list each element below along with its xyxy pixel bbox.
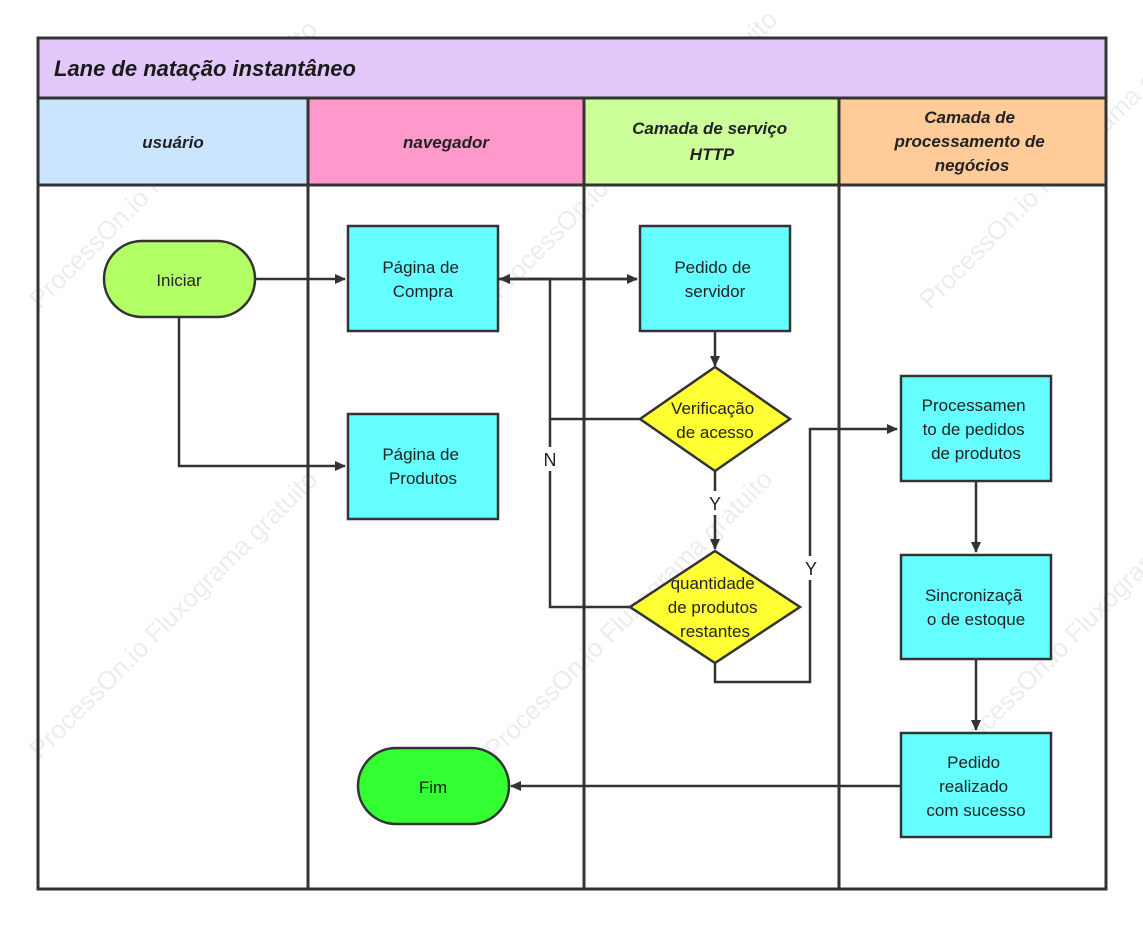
node-sincronizacao-label: Sincronizaçã o de estoque xyxy=(925,586,1027,629)
node-quantidade-label: quantidade de produtos restantes xyxy=(668,574,763,641)
edge-quantidade-no xyxy=(548,419,630,609)
node-pedido-servidor-label: Pedido de servidor xyxy=(674,258,755,301)
lane-label-http: Camada de serviço HTTP xyxy=(632,119,792,164)
process-box-shape xyxy=(899,731,1053,839)
decision-diamond-shape xyxy=(627,549,803,665)
node-quantidade-produtos[interactable]: quantidade de produtos restantes xyxy=(627,549,803,665)
lane-grid xyxy=(36,36,1108,891)
edge-label-bg-yes-verificacao xyxy=(706,491,724,515)
process-box-shape xyxy=(346,224,500,333)
node-processamento-label: Processamen to de pedidos de produtos xyxy=(922,396,1031,463)
node-pagina-produtos-label: Página de Produtos xyxy=(382,445,463,488)
node-iniciar[interactable]: Iniciar xyxy=(102,239,257,319)
edge-label-yes-verificacao: Y xyxy=(709,494,721,514)
lane-header-navegador xyxy=(308,98,584,185)
lane-header-http xyxy=(584,98,839,185)
node-verificacao-acesso[interactable]: Verificação de acesso xyxy=(637,365,793,473)
node-pagina-compra[interactable]: Página de Compra xyxy=(346,224,500,333)
node-pedido-servidor[interactable]: Pedido de servidor xyxy=(638,224,792,333)
node-fim[interactable]: Fim xyxy=(356,746,511,826)
process-box-shape xyxy=(899,553,1053,661)
edge-label-bg-no xyxy=(541,447,559,471)
lane-header-usuario xyxy=(38,98,308,185)
node-fim-label: Fim xyxy=(419,778,447,797)
lane-header-negocios xyxy=(839,98,1106,185)
edge-layer xyxy=(177,274,981,791)
edge-label-yes-quantidade: Y xyxy=(805,559,817,579)
node-iniciar-label: Iniciar xyxy=(156,271,202,290)
node-pagina-produtos[interactable]: Página de Produtos xyxy=(346,412,500,521)
edge-quantidade-yes xyxy=(713,424,898,684)
process-box-shape xyxy=(346,412,500,521)
node-pedido-realizado-label: Pedido realizado com sucesso xyxy=(926,753,1025,820)
lane-label-usuario: usuário xyxy=(142,133,203,152)
node-verificacao-label: Verificação de acesso xyxy=(671,399,759,442)
edge-iniciar-to-produtos xyxy=(177,317,346,471)
edge-label-bg-yes-quantidade xyxy=(801,556,819,580)
process-box-shape xyxy=(638,224,792,333)
node-sincronizacao-estoque[interactable]: Sincronizaçã o de estoque xyxy=(899,553,1053,661)
diagram-title: Lane de natação instantâneo xyxy=(54,56,356,81)
process-box-shape xyxy=(899,374,1053,483)
end-terminator-shape xyxy=(356,746,511,826)
decision-diamond-shape xyxy=(637,365,793,473)
edge-verificacao-no xyxy=(499,274,640,421)
watermark: ProcessOn.io Fluxograma gratuito xyxy=(23,464,323,764)
edge-label-no: N xyxy=(544,450,557,470)
node-processamento-pedidos[interactable]: Processamen to de pedidos de produtos xyxy=(899,374,1053,483)
lane-label-navegador: navegador xyxy=(403,133,490,152)
node-pedido-realizado[interactable]: Pedido realizado com sucesso xyxy=(899,731,1053,839)
lane-label-negocios: Camada de processamento de negócios xyxy=(894,108,1050,175)
node-pagina-compra-label: Página de Compra xyxy=(382,258,463,301)
start-terminator-shape xyxy=(102,239,257,319)
